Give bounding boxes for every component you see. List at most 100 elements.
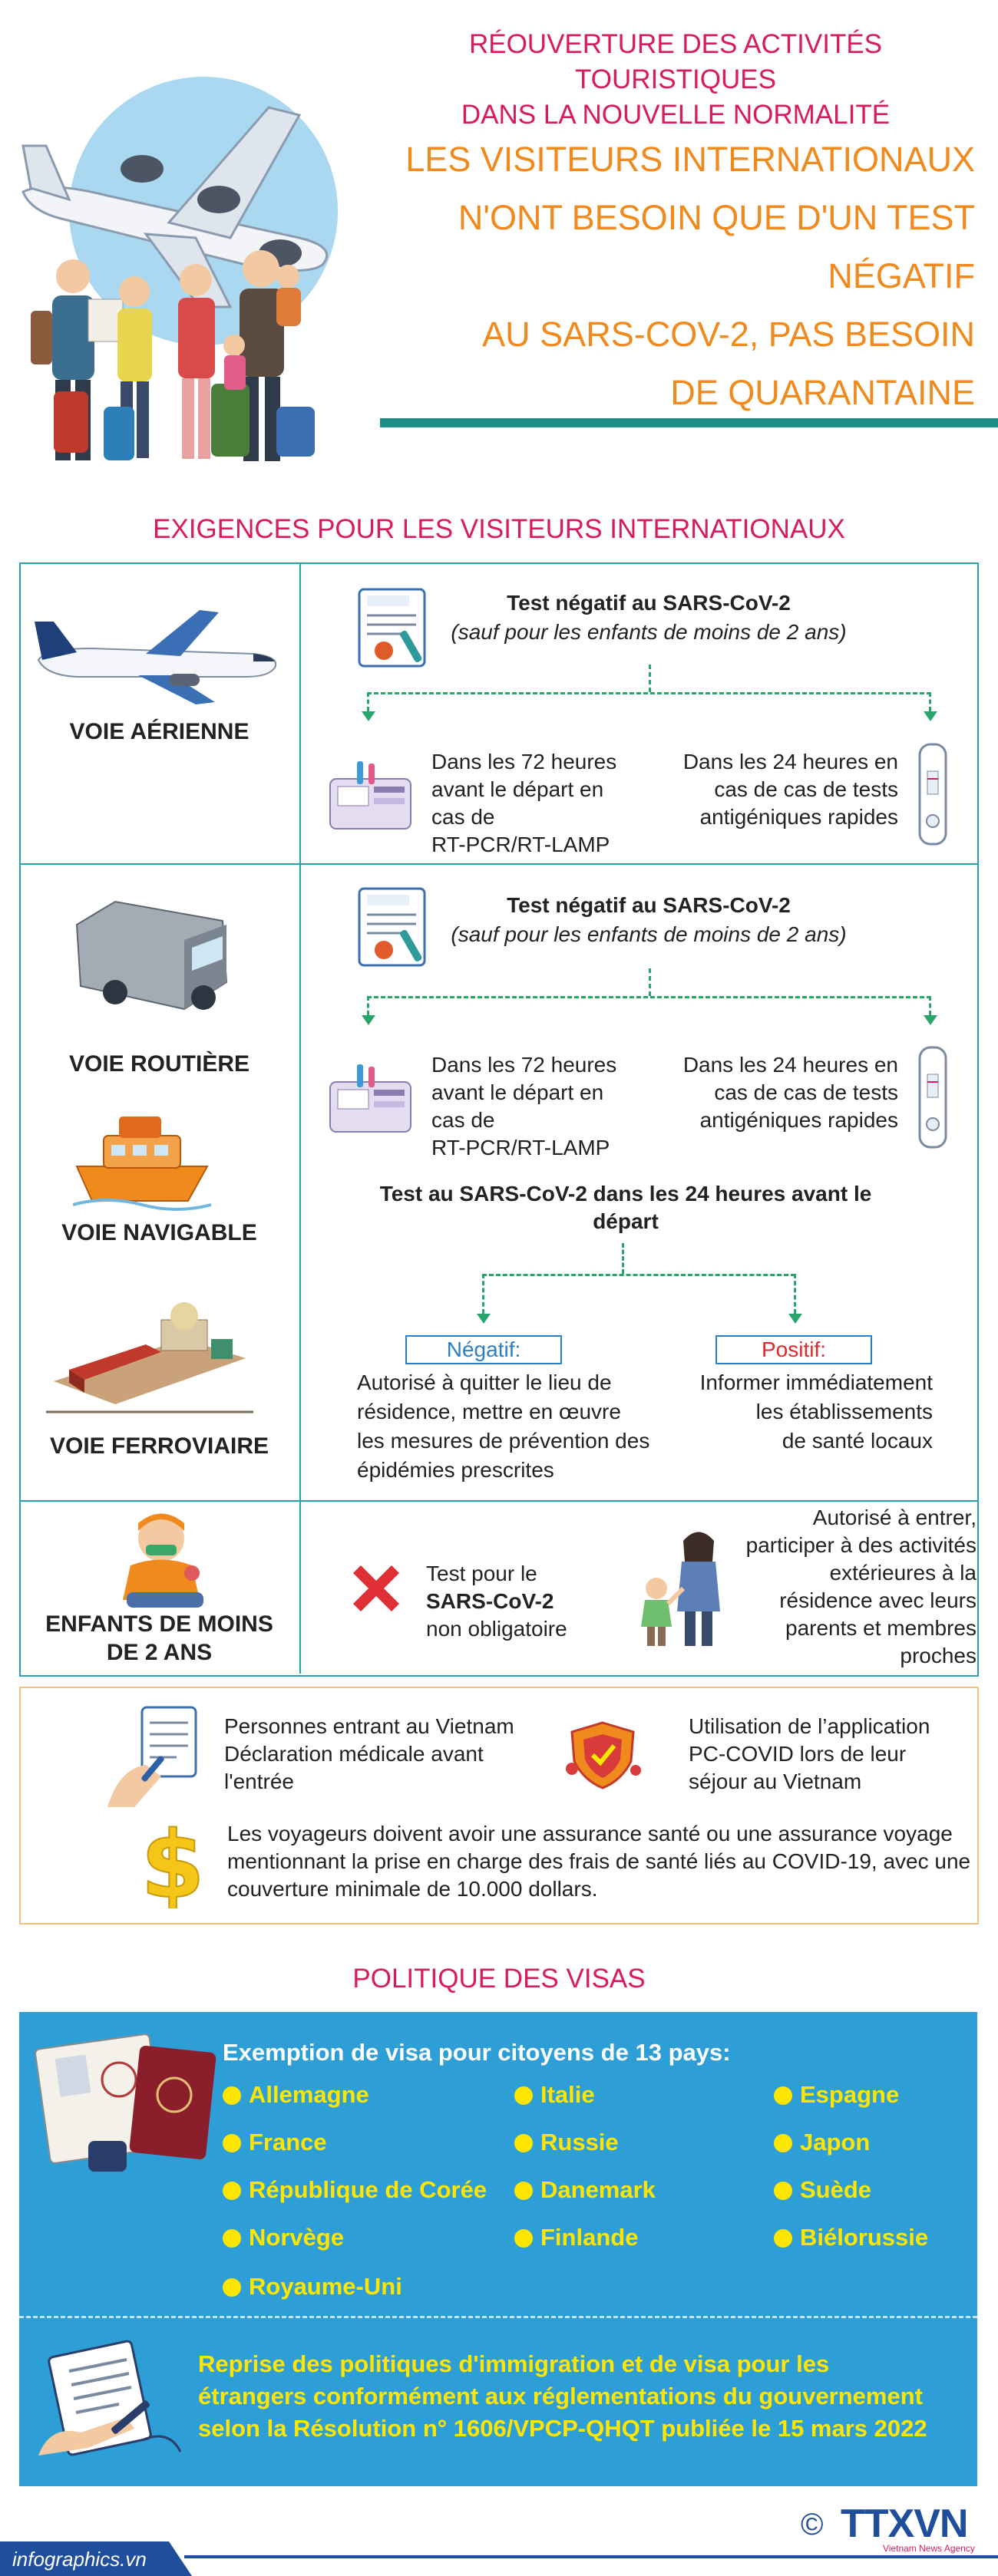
bullet-icon: [223, 2086, 241, 2105]
connector-line: [482, 1274, 484, 1314]
svg-text:$: $: [140, 1812, 205, 1908]
header-title-line: LES VISITEURS INTERNATIONAUX: [405, 140, 975, 179]
land-test-note: (sauf pour les enfants de moins de 2 ans…: [451, 922, 847, 946]
positive-text: Informer immédiatement les établissement…: [668, 1368, 933, 1456]
header-subtitle-line1: RÉOUVERTURE DES ACTIVITÉS TOURISTIQUES: [468, 29, 883, 94]
bullet-icon: [774, 2086, 792, 2105]
country-name: Russie: [540, 2129, 619, 2155]
info-box: [19, 1687, 979, 1925]
header-title-line: N'ONT BESOIN QUE D'UN TEST NÉGATIF: [458, 198, 975, 295]
family-icon: [630, 1527, 733, 1654]
site-badge[interactable]: infographics.vn: [0, 2541, 192, 2576]
brand-logo: TTXVN: [841, 2502, 968, 2546]
header-illustration: [15, 46, 361, 476]
connector-line: [367, 692, 369, 711]
requirements-table: [19, 562, 979, 1677]
arrow-down-icon: [477, 1314, 491, 1324]
air-pcr-line: Dans les 72 heures: [431, 750, 617, 773]
land-rapid-line: antigéniques rapides: [699, 1108, 898, 1132]
children-right-line: participer à des activités: [745, 1533, 977, 1557]
policy-line: étrangers conformément aux réglementatio…: [198, 2383, 923, 2409]
copyright-symbol: ©: [801, 2508, 824, 2541]
water-route-label: VOIE NAVIGABLE: [61, 1220, 257, 1245]
bullet-icon: [774, 2229, 792, 2248]
children-right-line: proches: [900, 1644, 977, 1667]
country-item: Russie: [514, 2129, 619, 2156]
country-name: Japon: [800, 2129, 871, 2155]
bullet-icon: [223, 2278, 241, 2297]
children-right-line: résidence avec leurs: [779, 1588, 977, 1612]
land-pcr-line: RT-PCR/RT-LAMP: [431, 1136, 610, 1159]
positive-line: Informer immédiatement: [699, 1370, 933, 1394]
cross-icon: [345, 1558, 407, 1623]
children-right-text: Autorisé à entrer, participer à des acti…: [691, 1504, 977, 1670]
country-name: République de Corée: [249, 2176, 487, 2203]
exemption-title: Exemption de visa pour citoyens de 13 pa…: [223, 2039, 731, 2066]
air-rapid-line: antigéniques rapides: [699, 805, 898, 829]
negative-label: Négatif:: [405, 1335, 562, 1364]
van-icon: [69, 894, 238, 1024]
connector-line: [367, 692, 931, 694]
arrow-down-icon: [924, 1015, 937, 1025]
country-item: Finlande: [514, 2224, 638, 2251]
bullet-icon: [514, 2182, 533, 2200]
country-item: Royaume-Uni: [223, 2273, 402, 2301]
country-name: Suède: [800, 2176, 872, 2203]
negative-line: Autorisé à quitter le lieu de: [357, 1370, 612, 1394]
land-pcr-line: avant le départ en: [431, 1080, 604, 1104]
connector-line: [929, 996, 931, 1015]
bullet-icon: [514, 2086, 533, 2105]
policy-text: Reprise des politiques d'immigration et …: [198, 2348, 973, 2445]
connector-line: [649, 665, 651, 692]
header-subtitle-line2: DANS LA NOUVELLE NORMALITÉ: [461, 100, 891, 130]
travelers-group-icon: [31, 250, 315, 461]
air-test-title: Test négatif au SARS-CoV-2: [507, 591, 791, 615]
train-icon: [46, 1297, 253, 1423]
children-right-line: Autorisé à entrer,: [812, 1506, 977, 1529]
dollar-icon: $: [138, 1812, 207, 1920]
header-title: LES VISITEURS INTERNATIONAUX N'ONT BESOI…: [361, 130, 975, 422]
air-route-label: VOIE AÉRIENNE: [69, 719, 250, 744]
baby-icon: [115, 1508, 215, 1615]
app-line: PC-COVID lors de leur: [689, 1742, 907, 1766]
children-label: ENFANTS DE MOINS DE 2 ANS: [23, 1610, 296, 1667]
declaration-line: Personnes entrant au Vietnam: [224, 1714, 514, 1738]
positive-line: les établissements: [755, 1400, 933, 1423]
land-rapid-text: Dans les 24 heures en cas de cas de test…: [653, 1051, 898, 1134]
insurance-line: mentionnant la prise en charge des frais…: [227, 1849, 971, 1873]
second-test-line: départ: [593, 1209, 659, 1233]
land-pcr-line: Dans les 72 heures: [431, 1053, 617, 1077]
children-right-line: extérieures à la: [829, 1561, 977, 1585]
country-item: Danemark: [514, 2176, 656, 2204]
air-rapid-line: cas de cas de tests: [714, 777, 898, 801]
passport-icon: [35, 2026, 223, 2183]
negative-line: épidémies prescrites: [357, 1458, 554, 1482]
connector-line: [482, 1274, 795, 1276]
arrow-down-icon: [362, 1015, 375, 1025]
test-kit-icon: [914, 1044, 952, 1155]
shield-icon: [560, 1715, 645, 1796]
pcr-machine-icon: [326, 1063, 415, 1140]
declaration-text: Personnes entrant au Vietnam Déclaration…: [224, 1713, 547, 1796]
site-link[interactable]: infographics.vn: [12, 2548, 147, 2571]
land-pcr-line: cas de: [431, 1108, 495, 1132]
table-row-divider: [21, 863, 977, 865]
header-airplane-icon: [21, 106, 329, 308]
land-rapid-line: cas de cas de tests: [714, 1080, 898, 1104]
insurance-line: couverture minimale de 10.000 dollars.: [227, 1877, 598, 1901]
insurance-line: Les voyageurs doivent avoir une assuranc…: [227, 1822, 953, 1845]
road-route-label: VOIE ROUTIÈRE: [68, 1051, 250, 1077]
connector-line: [794, 1274, 796, 1314]
second-test-title: Test au SARS-CoV-2 dans les 24 heures av…: [330, 1180, 921, 1235]
bullet-icon: [774, 2134, 792, 2152]
children-test-line: Test pour le: [426, 1562, 537, 1585]
country-name: Norvège: [249, 2224, 345, 2251]
connector-line: [622, 1243, 624, 1274]
air-pcr-text: Dans les 72 heures avant le départ en ca…: [431, 748, 654, 859]
children-label-line: ENFANTS DE MOINS: [45, 1611, 273, 1637]
brand-subtitle: Vietnam News Agency: [883, 2543, 975, 2554]
country-item: Biélorussie: [774, 2224, 928, 2251]
bullet-icon: [514, 2229, 533, 2248]
medical-form-icon: [104, 1700, 203, 1815]
visa-divider: [19, 2316, 977, 2318]
